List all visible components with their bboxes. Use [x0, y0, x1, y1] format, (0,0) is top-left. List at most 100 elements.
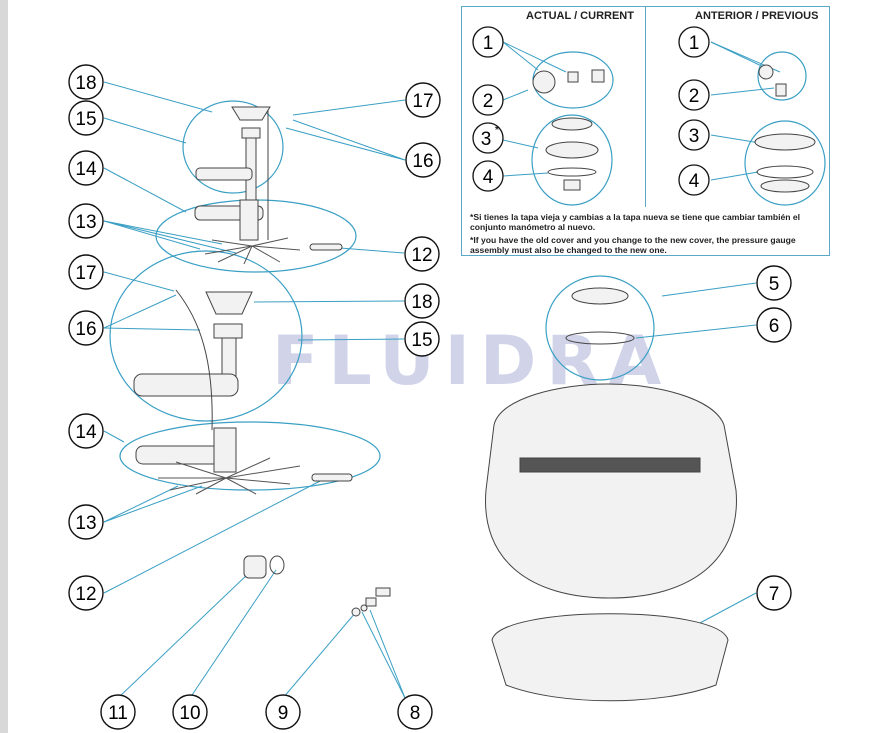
- callout-15-top-label: 15: [75, 109, 96, 130]
- laterals-bottom: [158, 457, 301, 495]
- legend-current-cover-nut: [563, 179, 581, 191]
- drain-plug: [375, 587, 391, 597]
- legend-previous-gauge: [758, 64, 774, 80]
- callout-18-top-label: 18: [75, 73, 96, 94]
- callout-18-bottom-label: 18: [411, 292, 432, 313]
- legend-previous-header: ANTERIOR / PREVIOUS: [695, 10, 819, 22]
- legend-ellipse-current-cover: [531, 114, 613, 206]
- callout-17-bottom: [68, 254, 104, 290]
- callout-14-top: [68, 150, 104, 186]
- top-cover-ring: [571, 287, 629, 305]
- legend-current-callout-3-star: *: [495, 123, 500, 137]
- group-ellipse-top-cover: [545, 275, 655, 381]
- callout-17-top: [405, 82, 441, 118]
- laterals-top: [204, 237, 301, 265]
- union-fitting: [243, 555, 267, 579]
- group-ellipse-bottom-diffuser: [109, 250, 303, 422]
- callout-8: [397, 694, 433, 730]
- filter-tank-body: [485, 383, 737, 599]
- callout-18-top: [68, 64, 104, 100]
- callouts: 18 15 14 13 17 16 14 13 12 17 16 12: [68, 26, 792, 730]
- legend-current-header: ACTUAL / CURRENT: [526, 10, 634, 22]
- callout-17-bottom-label: 17: [75, 263, 96, 284]
- legend-current-o-ring: [547, 167, 597, 177]
- callout-14-top-label: 14: [75, 159, 97, 180]
- callout-16-top-label: 16: [412, 151, 433, 172]
- callout-14-bottom: [68, 413, 104, 449]
- legend-current-callout-2-label: 2: [483, 91, 494, 112]
- inlet-pipe-top: [195, 167, 253, 181]
- callout-15-top: [68, 100, 104, 136]
- callout-17-top-label: 17: [412, 91, 433, 112]
- legend-previous-callout-3: [678, 119, 710, 151]
- callout-5-label: 5: [769, 274, 780, 295]
- legend-current-callout-3: [472, 122, 504, 154]
- legend-current-gauge-adapter: [567, 71, 579, 83]
- callout-11: [100, 694, 136, 730]
- callout-16-bottom-label: 16: [75, 319, 96, 340]
- callout-15-bottom: [404, 321, 440, 357]
- legend-previous-callout-1-label: 1: [689, 33, 700, 54]
- callout-14-bottom-label: 14: [75, 422, 97, 443]
- drain-nut: [365, 597, 377, 607]
- spare-lateral-bottom: [311, 473, 353, 482]
- legend-current-gauge: [532, 70, 556, 94]
- callout-7-label: 7: [769, 584, 780, 605]
- legend-current-callout-1: [472, 26, 504, 58]
- inlet-pipe-bottom: [133, 373, 239, 397]
- legend-current-callout-4: [472, 160, 504, 192]
- legend-divider: [645, 6, 646, 207]
- legend-ellipse-previous-cover: [744, 120, 826, 206]
- legend-previous-callout-2: [678, 79, 710, 111]
- spare-lateral-top: [309, 243, 343, 251]
- callout-5: [756, 265, 792, 301]
- left-edge-strip: [0, 0, 8, 733]
- diffuser-funnel-bottom: [205, 291, 253, 315]
- air-tube-bottom: [175, 289, 213, 431]
- callout-13-top-label: 13: [75, 212, 96, 233]
- leader-lines: [103, 41, 781, 699]
- legend-ellipse-previous-gauge: [757, 51, 807, 101]
- group-ellipse-bottom-laterals: [119, 421, 381, 491]
- diffuser-collar-top: [241, 127, 261, 139]
- callout-7: [756, 575, 792, 611]
- callout-15-bottom-label: 15: [411, 330, 432, 351]
- callout-13-bottom: [68, 504, 104, 540]
- callout-12-bottom-label: 12: [75, 584, 96, 605]
- cover-o-ring: [565, 331, 635, 345]
- callout-12-bottom: [68, 575, 104, 611]
- central-pipe-bottom: [221, 337, 237, 379]
- diffuser-collar-bottom: [213, 323, 243, 339]
- legend-previous-callout-3-label: 3: [689, 126, 700, 147]
- callout-6: [756, 307, 792, 343]
- legend-previous-o-ring: [756, 165, 814, 179]
- callout-9: [265, 694, 301, 730]
- callout-8-label: 8: [410, 703, 421, 724]
- legend-previous-cover-base: [760, 179, 810, 193]
- diffuser-funnel-top: [231, 106, 271, 121]
- legend-previous-callout-4: [678, 164, 710, 196]
- part-sketches: [133, 64, 816, 702]
- group-ellipse-top-diffuser: [182, 100, 284, 194]
- callout-12-top: [404, 236, 440, 272]
- legend-current-callout-4-label: 4: [483, 167, 494, 188]
- tank-band: [519, 457, 701, 473]
- lateral-hub-top-pipe: [239, 199, 259, 241]
- legend-current-cover-cap: [551, 117, 593, 131]
- legend-current-gauge-valve: [591, 69, 605, 83]
- legend-current-cover: [545, 141, 599, 159]
- callout-12-top-label: 12: [411, 245, 432, 266]
- legend-current-callout-3-label: 3: [481, 129, 492, 150]
- legend-current-callout-2: [472, 84, 504, 116]
- lateral-hub-bottom-pipe: [213, 427, 237, 473]
- callout-16-bottom: [68, 310, 104, 346]
- callout-9-label: 9: [278, 703, 289, 724]
- tank-base-stand: [491, 613, 729, 702]
- callout-11-label: 11: [108, 703, 128, 724]
- legend-note-spanish: *Si tienes la tapa vieja y cambias a la …: [470, 212, 801, 232]
- callout-18-bottom: [404, 283, 440, 319]
- callout-13-bottom-label: 13: [75, 513, 96, 534]
- legend-previous-cover: [754, 133, 816, 151]
- legend-previous-callout-1: [678, 26, 710, 58]
